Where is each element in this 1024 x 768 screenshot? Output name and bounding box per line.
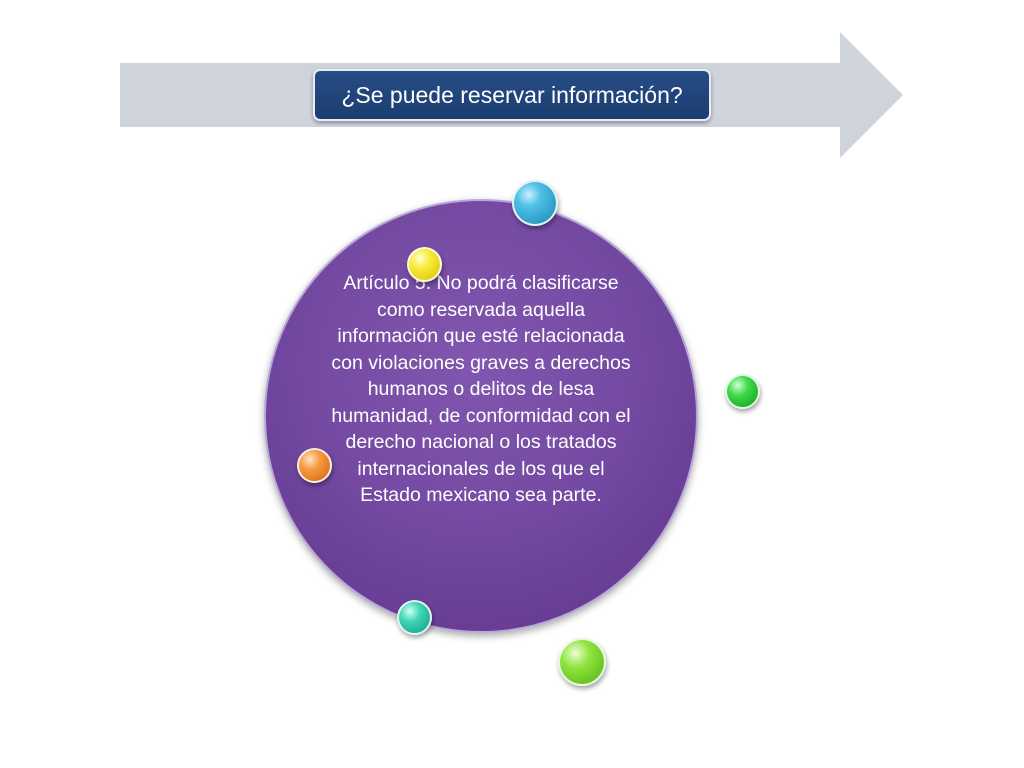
yellow-bead [407,247,442,282]
blue-bead [512,180,558,226]
main-circle [264,199,698,633]
title-text: ¿Se puede reservar información? [341,82,683,108]
teal-bead [397,600,432,635]
article-text: Artículo 5. No podrá clasificarse como r… [331,272,631,506]
green-bead-right [725,374,760,409]
title-box: ¿Se puede reservar información? [313,69,711,121]
green-bead-bottom [558,638,606,686]
orange-bead [297,448,332,483]
